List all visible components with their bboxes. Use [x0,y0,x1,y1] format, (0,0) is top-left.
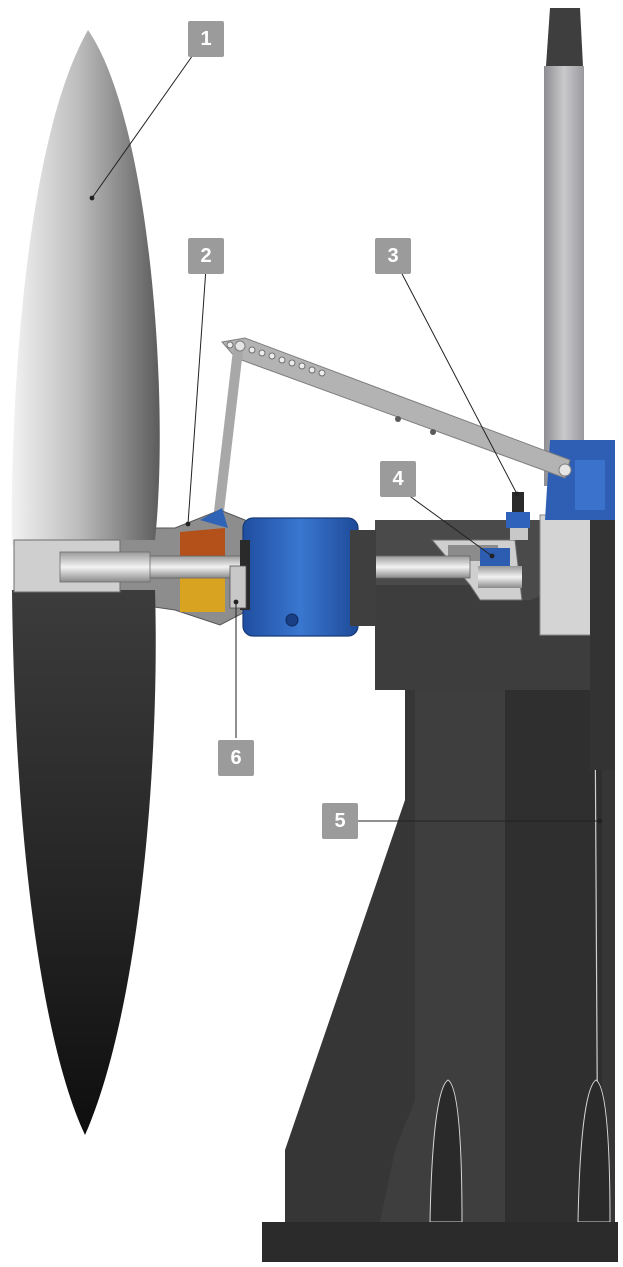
support-column [285,690,615,1223]
callout-anchors [89,195,603,824]
pitch-actuator [506,492,530,540]
pitch-linkage-arm [213,337,572,525]
callout-3-badge: 3 [375,238,411,274]
callout-4-badge: 4 [380,461,416,497]
base-plate [262,1222,618,1262]
callout-5-badge: 5 [322,803,358,839]
callout-1-badge: 1 [188,21,224,57]
gearbox-housing [375,440,615,770]
fan-blade [11,30,160,1135]
callout-2-badge: 2 [188,238,224,274]
callout-6-badge: 6 [218,740,254,776]
drive-motor [240,517,376,637]
callout-leaders [91,44,600,822]
shaft-seal [229,565,247,609]
vertical-pole [544,8,584,486]
